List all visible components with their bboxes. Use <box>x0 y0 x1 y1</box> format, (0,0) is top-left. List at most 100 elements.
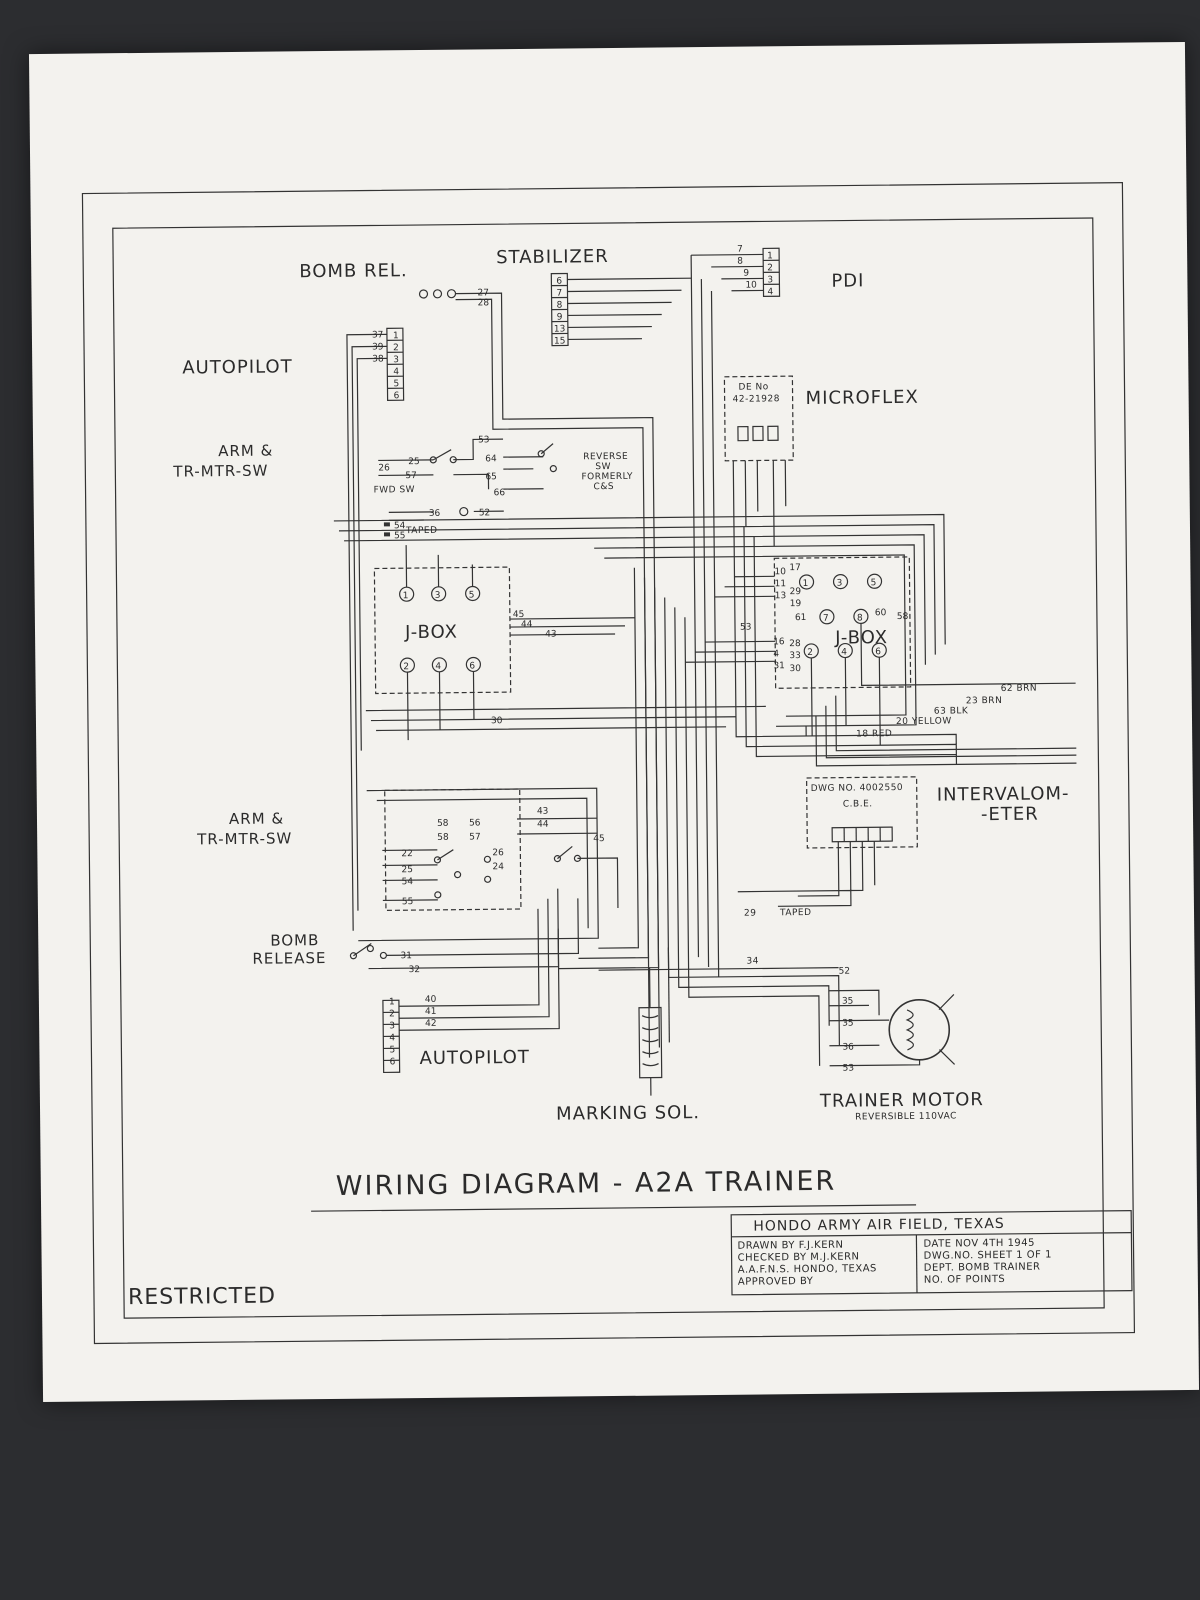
arm-switch-top-label-1: ARM & <box>218 441 274 461</box>
svg-text:10: 10 <box>745 280 757 290</box>
restricted-stamp: RESTRICTED <box>127 1283 277 1311</box>
svg-text:64: 64 <box>485 454 497 464</box>
svg-text:41: 41 <box>425 1007 437 1017</box>
svg-text:3: 3 <box>389 1021 395 1031</box>
svg-text:53: 53 <box>478 435 490 445</box>
svg-text:45: 45 <box>593 834 605 844</box>
svg-text:6: 6 <box>469 661 475 671</box>
arm-switch-top-label-2: TR-MTR-SW <box>173 461 269 481</box>
svg-text:32: 32 <box>409 965 421 975</box>
svg-text:31: 31 <box>400 951 412 961</box>
svg-text:17: 17 <box>789 563 801 573</box>
svg-text:40: 40 <box>425 995 437 1005</box>
svg-text:24: 24 <box>492 862 504 872</box>
arm-switch-bottom-label-2: TR-MTR-SW <box>197 829 293 849</box>
svg-text:27: 27 <box>477 288 489 298</box>
svg-text:28: 28 <box>789 639 801 649</box>
svg-text:58: 58 <box>897 612 909 622</box>
svg-text:22: 22 <box>401 849 413 859</box>
svg-text:5: 5 <box>393 379 399 389</box>
svg-text:3: 3 <box>837 579 843 589</box>
svg-text:44: 44 <box>537 820 549 830</box>
svg-text:45: 45 <box>513 610 525 620</box>
bomb-release-switch <box>349 898 839 971</box>
right-jbox <box>685 556 1077 767</box>
svg-text:6: 6 <box>394 391 400 401</box>
inner-border <box>112 217 1105 1319</box>
svg-text:8: 8 <box>737 257 743 267</box>
svg-text:65: 65 <box>485 472 497 482</box>
svg-text:8: 8 <box>857 613 863 623</box>
svg-text:1: 1 <box>393 331 399 341</box>
wire-29-label: 29 <box>743 908 757 919</box>
svg-text:2: 2 <box>767 263 773 273</box>
svg-text:5: 5 <box>871 578 877 588</box>
microflex-box <box>723 375 794 547</box>
svg-text:42: 42 <box>425 1019 437 1029</box>
microflex-part-number: 42-21928 <box>732 394 781 405</box>
reverse-switch-label-2: SW <box>595 462 612 473</box>
svg-text:38: 38 <box>372 354 384 364</box>
svg-text:13: 13 <box>775 591 787 601</box>
svg-text:43: 43 <box>537 807 549 817</box>
pdi-terminal-block: 12 34 78 910 <box>691 245 781 297</box>
trainer-motor-label: TRAINER MOTOR <box>819 1089 984 1112</box>
intervalometer-label-1: INTERVALOM- <box>936 783 1070 806</box>
svg-text:44: 44 <box>521 620 533 630</box>
svg-text:61: 61 <box>795 613 807 623</box>
svg-text:7: 7 <box>556 289 562 299</box>
pdi-label: PDI <box>831 270 865 292</box>
reverse-switch-label-4: C&S <box>593 481 615 493</box>
marking-solenoid <box>638 947 670 1096</box>
bomb-release-label-2: RELEASE <box>252 949 327 968</box>
svg-text:58: 58 <box>437 819 449 829</box>
svg-text:2: 2 <box>807 648 813 658</box>
reverse-switch-label-1: REVERSE <box>583 451 629 463</box>
reverse-switch-label-3: FORMERLY <box>581 471 634 483</box>
svg-text:29: 29 <box>790 587 802 597</box>
svg-text:6: 6 <box>556 277 562 287</box>
svg-text:5: 5 <box>469 590 475 600</box>
stabilizer-label: STABILIZER <box>496 246 609 269</box>
arm-switch-top <box>378 438 557 537</box>
svg-text:6: 6 <box>389 1057 395 1067</box>
title-block-approved: APPROVED BY <box>737 1275 814 1288</box>
wire-62-label: 62 BRN <box>1000 683 1038 694</box>
svg-text:4: 4 <box>393 367 399 377</box>
title-block-date: DATE NOV 4TH 1945 <box>923 1237 1036 1250</box>
svg-text:55: 55 <box>402 897 414 907</box>
svg-text:26: 26 <box>378 463 390 473</box>
svg-text:1: 1 <box>803 579 809 589</box>
svg-text:3: 3 <box>435 591 441 601</box>
svg-text:58: 58 <box>437 833 449 843</box>
outer-border <box>81 182 1136 1345</box>
svg-text:35: 35 <box>842 997 854 1007</box>
svg-text:16: 16 <box>773 637 785 647</box>
svg-text:1: 1 <box>403 591 409 601</box>
autopilot-bottom-label: AUTOPILOT <box>419 1046 530 1070</box>
svg-text:9: 9 <box>557 313 563 323</box>
title-block-org: HONDO ARMY AIR FIELD, TEXAS <box>753 1215 1005 1235</box>
title-block-checked: CHECKED BY M.J.KERN <box>737 1251 860 1264</box>
svg-text:25: 25 <box>401 865 413 875</box>
svg-text:52: 52 <box>839 967 851 977</box>
title-underline <box>311 1204 917 1212</box>
svg-text:28: 28 <box>478 298 490 308</box>
svg-text:13: 13 <box>554 324 566 334</box>
svg-text:4: 4 <box>773 649 779 659</box>
svg-text:39: 39 <box>372 342 384 352</box>
svg-text:8: 8 <box>557 301 563 311</box>
left-jbox-label: J-BOX <box>404 621 459 644</box>
svg-text:54: 54 <box>394 521 406 531</box>
fwd-switch-label: FWD SW <box>373 485 416 496</box>
drawing-title: WIRING DIAGRAM - A2A TRAINER <box>335 1165 837 1202</box>
svg-text:54: 54 <box>402 877 414 887</box>
svg-text:1: 1 <box>767 251 773 261</box>
bomb-rel-label: BOMB REL. <box>299 260 408 283</box>
svg-text:56: 56 <box>469 818 481 828</box>
wire-20-label: 20 YELLOW <box>895 716 952 728</box>
svg-text:36: 36 <box>429 509 441 519</box>
right-jbox-label: J-BOX <box>835 627 889 649</box>
